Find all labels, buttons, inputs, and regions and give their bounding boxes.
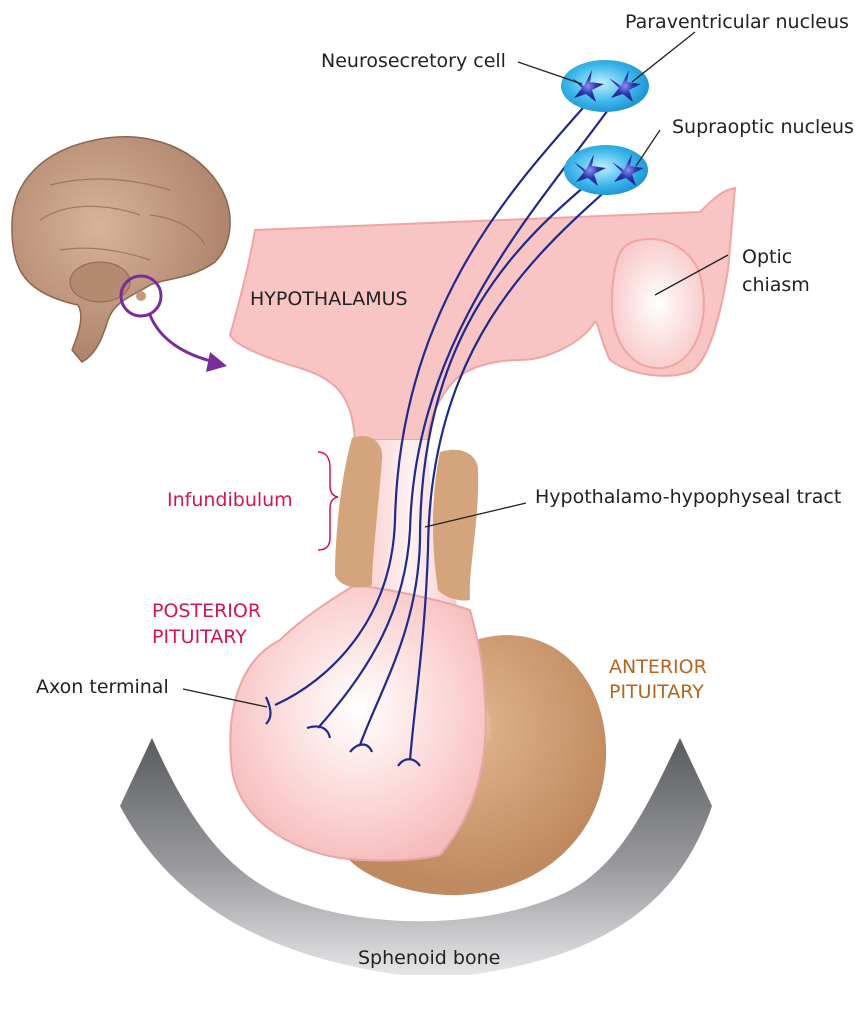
infundibulum-bracket — [318, 452, 338, 550]
label-optic-1: Optic — [742, 246, 792, 268]
brain-icon — [12, 137, 230, 362]
label-sphenoid: Sphenoid bone — [358, 947, 500, 969]
label-paraventricular: Paraventricular nucleus — [625, 11, 849, 33]
label-tract: Hypothalamo-hypophyseal tract — [535, 486, 841, 508]
label-anterior-2: PITUITARY — [609, 681, 704, 703]
leader-paraventricular — [632, 32, 695, 82]
zoom-arrowhead — [206, 352, 227, 372]
label-posterior-2: PITUITARY — [152, 626, 247, 648]
zoom-arrow — [150, 315, 215, 362]
label-neurosecretory: Neurosecretory cell — [321, 50, 506, 72]
label-supraoptic: Supraoptic nucleus — [672, 116, 854, 138]
label-optic-2: chiasm — [742, 274, 810, 296]
label-axon-terminal: Axon terminal — [36, 676, 169, 698]
posterior-pituitary — [230, 585, 485, 861]
label-infundibulum: Infundibulum — [167, 489, 293, 511]
leader-supraoptic — [636, 130, 660, 166]
label-posterior-1: POSTERIOR — [152, 600, 261, 622]
paraventricular-nucleus — [561, 60, 649, 112]
optic-chiasm — [612, 239, 704, 368]
infundibulum-right — [433, 450, 478, 601]
supraoptic-nucleus — [564, 145, 648, 195]
label-anterior-1: ANTERIOR — [609, 656, 707, 678]
brain-inset — [12, 137, 230, 372]
label-hypothalamus: HYPOTHALAMUS — [250, 288, 408, 310]
